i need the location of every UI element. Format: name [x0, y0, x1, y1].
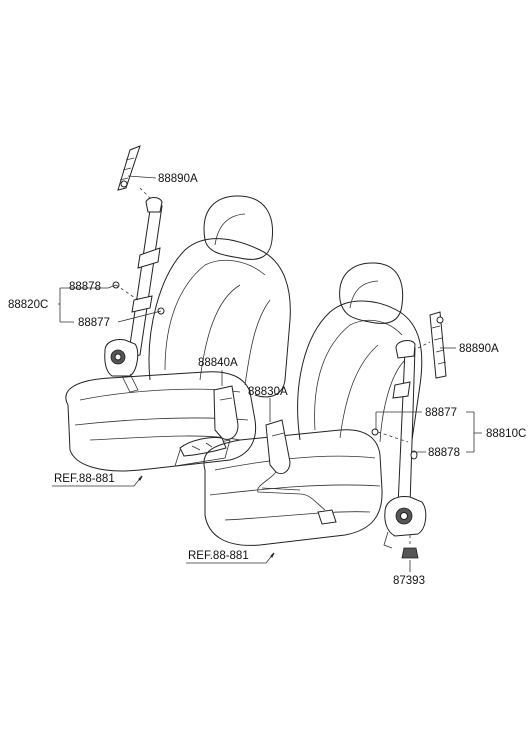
left-height-adjuster — [117, 145, 141, 191]
left-seat-drawing — [65, 195, 291, 472]
label-88810C: 88810C — [486, 428, 526, 440]
ref-label-right: REF.88-881 — [188, 550, 249, 562]
ref-label-left: REF.88-881 — [54, 473, 115, 485]
label-88878-right: 88878 — [428, 447, 460, 459]
right-height-adjuster — [417, 311, 447, 379]
leader-lines — [52, 175, 482, 572]
left-belt-assembly — [104, 187, 163, 393]
right-buckle-88830A — [257, 419, 337, 525]
label-88840A: 88840A — [198, 357, 238, 369]
left-buckle-88840A — [179, 385, 239, 457]
label-88890A-right: 88890A — [459, 343, 499, 355]
right-bolt-88877 — [371, 428, 379, 436]
label-87393: 87393 — [393, 575, 425, 587]
right-nut-88878 — [410, 450, 418, 460]
label-88877-left: 88877 — [78, 317, 110, 329]
label-88830A: 88830A — [248, 386, 288, 398]
label-88890A-left: 88890A — [158, 173, 198, 185]
label-88820C: 88820C — [8, 299, 48, 311]
right-belt-assembly — [383, 340, 427, 559]
label-88878-left: 88878 — [69, 281, 101, 293]
label-88877-right: 88877 — [425, 407, 457, 419]
